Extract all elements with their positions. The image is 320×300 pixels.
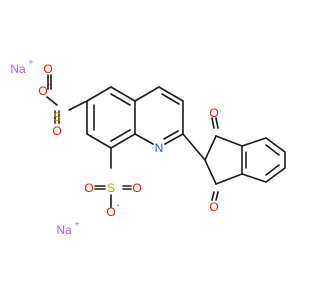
oxygen-label: O: [52, 124, 61, 138]
bond: [211, 191, 215, 201]
bond: [158, 86, 184, 102]
bond: [265, 164, 280, 176]
bond: [86, 86, 112, 102]
sodium-charge: +: [29, 58, 34, 67]
bond: [182, 133, 206, 161]
oxygen-label: O: [132, 181, 141, 195]
bond: [110, 86, 136, 102]
bond: [241, 137, 267, 147]
bond: [215, 135, 243, 147]
bond: [204, 159, 217, 185]
atom-labels: Na + O - O S O N S O O O - Na + O O: [10, 58, 218, 238]
sulfur-label: S: [53, 110, 61, 124]
bond: [110, 133, 136, 149]
sulfur-label: S: [107, 181, 115, 195]
bond: [110, 93, 131, 106]
bond: [46, 96, 58, 106]
nitrogen-label: N: [155, 141, 164, 155]
bond: [215, 173, 243, 185]
oxygen-label: O: [209, 106, 218, 120]
bond: [110, 129, 131, 142]
bond: [163, 130, 179, 140]
bond-lines: [46, 74, 286, 208]
oxide-charge: -: [117, 201, 120, 210]
oxygen-label: O: [38, 84, 47, 98]
sodium-label: Na: [10, 62, 26, 76]
bond: [164, 133, 184, 145]
molecule-diagram: Na + O - O S O N S O O O - Na + O O: [10, 58, 286, 238]
bond: [241, 173, 267, 183]
bond: [134, 133, 154, 145]
structure-svg: Na + O - O S O N S O O O - Na + O O: [10, 58, 286, 238]
bond: [265, 137, 286, 153]
bond: [211, 117, 215, 129]
bond: [161, 93, 180, 105]
bond: [265, 144, 280, 156]
oxygen-label: O: [84, 181, 93, 195]
bond: [215, 191, 219, 201]
bond: [215, 117, 219, 129]
bond: [204, 135, 217, 161]
bond: [86, 133, 112, 149]
sodium-charge: +: [75, 220, 80, 229]
bond: [68, 100, 88, 111]
oxygen-label: O: [106, 205, 115, 219]
oxide-charge: -: [48, 80, 51, 89]
sodium-label: Na: [56, 223, 72, 237]
oxygen-label: O: [209, 200, 218, 214]
oxygen-label: O: [43, 62, 52, 76]
bond: [265, 167, 286, 183]
bond: [134, 86, 160, 102]
